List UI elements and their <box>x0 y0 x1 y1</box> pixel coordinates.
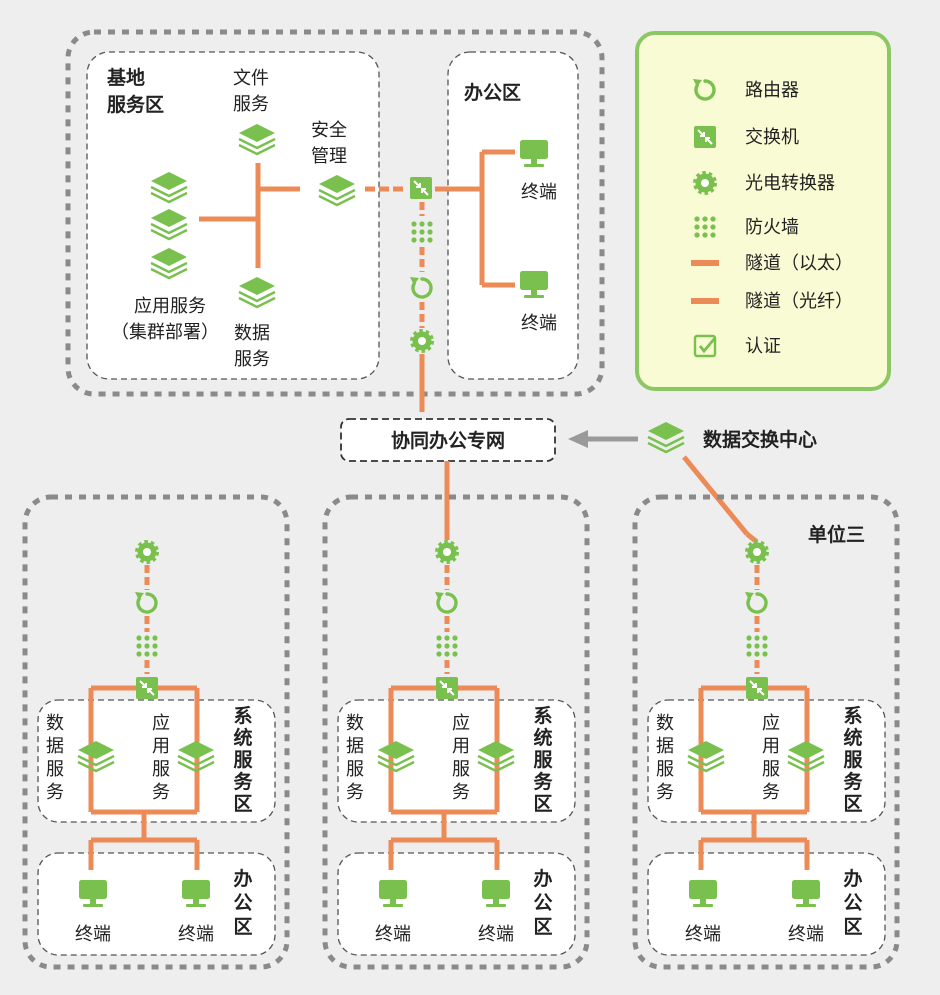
exchange-center-label: 数据交换中心 <box>703 428 817 451</box>
data-service-char: 数 <box>46 713 64 734</box>
base-firewall-icon <box>411 221 433 243</box>
legend-label-tunnel-fiber: 隧道（光纤） <box>745 291 853 312</box>
unit-terminal-label: 终端 <box>75 924 111 945</box>
app-service-char: 用 <box>152 736 170 757</box>
app-service-char: 用 <box>452 736 470 757</box>
data-service-char: 据 <box>346 736 364 757</box>
app-service-char: 务 <box>452 782 470 803</box>
data-service-label-1: 数据 <box>234 323 270 344</box>
security-label-1: 安全 <box>311 120 347 141</box>
sys-zone-char: 统 <box>533 726 552 749</box>
base-terminal-label-2: 终端 <box>521 313 557 334</box>
sys-zone-char: 系 <box>843 705 862 727</box>
app-service-char: 务 <box>152 782 170 803</box>
base-office-title: 办公区 <box>464 81 521 104</box>
office-zone-char: 办 <box>843 867 862 890</box>
file-service-label-2: 服务 <box>233 94 269 115</box>
office-zone-char: 区 <box>533 916 552 938</box>
base-zone-title-1: 基地 <box>106 66 145 89</box>
legend-label-converter: 光电转换器 <box>745 173 835 194</box>
legend-label-switch: 交换机 <box>745 127 799 148</box>
app-service-char: 服 <box>152 759 170 780</box>
base-service-zone <box>86 51 380 380</box>
app-service-char: 服 <box>452 759 470 780</box>
converter-icon <box>696 174 715 193</box>
private-network-label: 协同办公专网 <box>391 429 505 452</box>
app-service-char: 用 <box>762 736 780 757</box>
office-zone-char: 办 <box>233 867 252 890</box>
unit-terminal-label: 终端 <box>788 924 824 945</box>
sys-zone-char: 务 <box>533 770 553 793</box>
data-service-char: 务 <box>656 782 674 803</box>
unit-panel <box>632 494 900 970</box>
app-service-label-1: 应用服务 <box>134 296 206 317</box>
data-service-char: 服 <box>656 759 674 780</box>
app-service-char: 应 <box>152 713 170 734</box>
data-service-char: 数 <box>346 713 364 734</box>
data-service-char: 务 <box>46 782 64 803</box>
sys-zone-char: 统 <box>843 726 862 749</box>
file-service-label-1: 文件 <box>233 68 269 89</box>
unit-panel <box>22 494 290 970</box>
exchange-center-icon <box>646 420 686 454</box>
unit-terminal-label: 终端 <box>375 924 411 945</box>
switch-icon <box>693 125 717 149</box>
office-zone-char: 办 <box>533 867 552 890</box>
exchange-arrow <box>568 430 638 448</box>
data-service-char: 数 <box>656 713 674 734</box>
office-zone-char: 区 <box>843 916 862 938</box>
unit-panel <box>322 494 590 970</box>
sys-zone-char: 服 <box>233 749 253 771</box>
unit-labels: 数据服务应用服务系统服务区办公区数据服务应用服务系统服务区办公区数据服务应用服务… <box>46 705 863 938</box>
sys-zone-char: 务 <box>843 770 863 793</box>
unit-terminal-label: 终端 <box>685 924 721 945</box>
firewall-icon <box>694 216 716 238</box>
legend-label-router: 路由器 <box>745 80 799 101</box>
base-switch-icon <box>409 176 433 200</box>
base-terminal-label-1: 终端 <box>521 182 557 203</box>
legend-label-firewall: 防火墙 <box>745 217 799 238</box>
security-label-2: 管理 <box>311 146 347 167</box>
office-zone-char: 公 <box>233 892 252 914</box>
base-converter-icon <box>413 332 432 351</box>
sys-zone-char: 服 <box>533 749 553 771</box>
app-service-char: 应 <box>762 713 780 734</box>
office-zone-char: 公 <box>533 892 552 914</box>
data-service-label-2: 服务 <box>234 349 270 370</box>
sys-zone-char: 务 <box>233 770 253 793</box>
unit-terminal-label: 终端 <box>178 924 214 945</box>
data-service-char: 服 <box>346 759 364 780</box>
data-service-char: 据 <box>656 736 674 757</box>
office-zone-char: 公 <box>843 892 862 914</box>
app-service-char: 务 <box>762 782 780 803</box>
data-service-char: 务 <box>346 782 364 803</box>
base-outer-zone <box>65 29 605 397</box>
data-service-char: 据 <box>46 736 64 757</box>
legend-label-tunnel-ethernet: 隧道（以太） <box>745 253 853 274</box>
base-router-icon <box>408 275 433 299</box>
office-zone-char: 区 <box>233 916 252 938</box>
sys-zone-char: 区 <box>533 793 552 815</box>
app-service-char: 应 <box>452 713 470 734</box>
unit3-title: 单位三 <box>808 523 865 546</box>
sys-zone-char: 区 <box>843 793 862 815</box>
base-zone-title-2: 服务区 <box>107 93 164 116</box>
sys-zone-char: 统 <box>233 726 252 749</box>
sys-zone-char: 服 <box>843 749 863 771</box>
sys-zone-char: 区 <box>233 793 252 815</box>
app-service-label-2: （集群部署） <box>111 322 219 343</box>
data-service-char: 服 <box>46 759 64 780</box>
legend-label-auth: 认证 <box>745 336 781 357</box>
base-links <box>199 149 515 412</box>
exchange-link <box>682 455 749 536</box>
app-service-char: 服 <box>762 759 780 780</box>
sys-zone-char: 系 <box>533 705 552 727</box>
unit-terminal-label: 终端 <box>478 924 514 945</box>
base-office-zone <box>447 51 579 380</box>
sys-zone-char: 系 <box>233 705 252 727</box>
